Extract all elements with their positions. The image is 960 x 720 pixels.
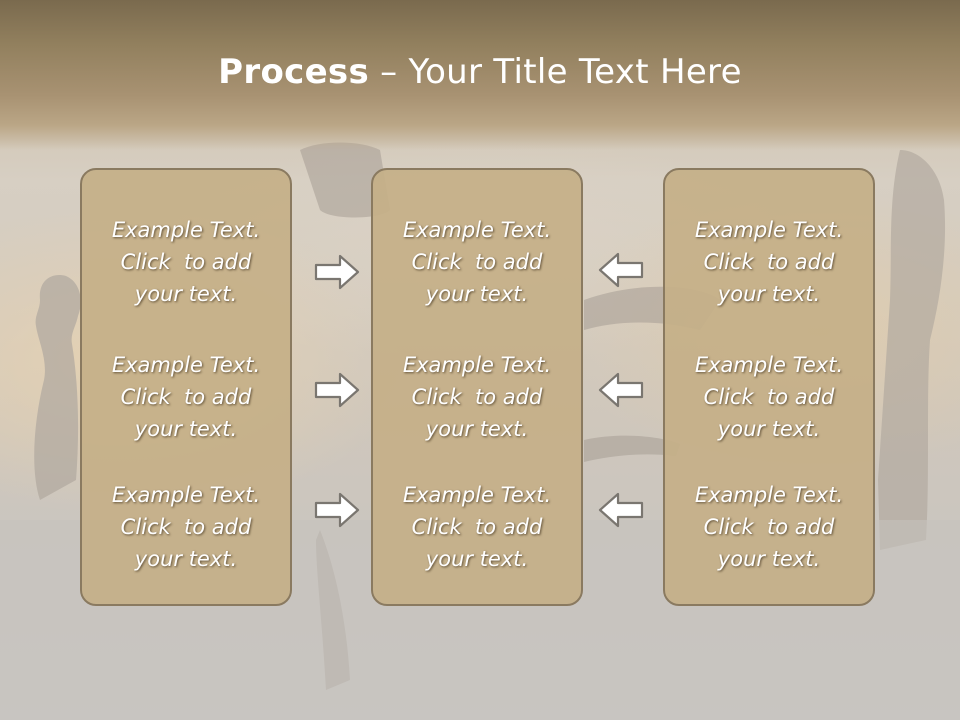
- text-line: your text.: [717, 282, 821, 306]
- text-line: your text.: [425, 417, 529, 441]
- text-placeholder[interactable]: Example Text. Click to add your text.: [665, 214, 873, 310]
- process-box-right[interactable]: Example Text. Click to add your text. Ex…: [663, 168, 875, 606]
- text-line: Click to add: [120, 515, 252, 539]
- text-placeholder[interactable]: Example Text. Click to add your text.: [665, 479, 873, 575]
- text-line: your text.: [425, 282, 529, 306]
- text-line: Click to add: [411, 515, 543, 539]
- arrow-left-icon[interactable]: [597, 370, 645, 410]
- text-line: Example Text.: [402, 483, 552, 507]
- text-line: Click to add: [703, 515, 835, 539]
- text-line: Click to add: [703, 385, 835, 409]
- text-placeholder[interactable]: Example Text. Click to add your text.: [665, 349, 873, 445]
- text-line: Click to add: [120, 250, 252, 274]
- text-placeholder[interactable]: Example Text. Click to add your text.: [82, 349, 290, 445]
- text-line: Click to add: [703, 250, 835, 274]
- title-rest-part: – Your Title Text Here: [369, 52, 742, 92]
- arrow-left-icon[interactable]: [597, 490, 645, 530]
- text-line: Click to add: [411, 250, 543, 274]
- text-line: your text.: [717, 547, 821, 571]
- process-box-left[interactable]: Example Text. Click to add your text. Ex…: [80, 168, 292, 606]
- arrow-right-icon[interactable]: [313, 370, 361, 410]
- text-line: Example Text.: [694, 218, 844, 242]
- text-line: Example Text.: [111, 483, 261, 507]
- text-line: Click to add: [120, 385, 252, 409]
- text-line: your text.: [717, 417, 821, 441]
- text-line: Example Text.: [402, 353, 552, 377]
- text-line: your text.: [134, 547, 238, 571]
- text-placeholder[interactable]: Example Text. Click to add your text.: [373, 214, 581, 310]
- arrow-left-icon[interactable]: [597, 250, 645, 290]
- text-line: your text.: [134, 282, 238, 306]
- text-placeholder[interactable]: Example Text. Click to add your text.: [373, 479, 581, 575]
- title-band: [0, 0, 960, 150]
- text-line: your text.: [425, 547, 529, 571]
- text-line: Example Text.: [694, 353, 844, 377]
- arrow-right-icon[interactable]: [313, 252, 361, 292]
- title-bold-part: Process: [218, 52, 370, 92]
- text-placeholder[interactable]: Example Text. Click to add your text.: [82, 214, 290, 310]
- text-line: Example Text.: [111, 353, 261, 377]
- text-line: your text.: [134, 417, 238, 441]
- text-line: Example Text.: [694, 483, 844, 507]
- text-placeholder[interactable]: Example Text. Click to add your text.: [82, 479, 290, 575]
- arrow-right-icon[interactable]: [313, 490, 361, 530]
- text-line: Example Text.: [111, 218, 261, 242]
- text-line: Example Text.: [402, 218, 552, 242]
- process-box-center[interactable]: Example Text. Click to add your text. Ex…: [371, 168, 583, 606]
- slide-title[interactable]: Process – Your Title Text Here: [0, 52, 960, 92]
- text-line: Click to add: [411, 385, 543, 409]
- text-placeholder[interactable]: Example Text. Click to add your text.: [373, 349, 581, 445]
